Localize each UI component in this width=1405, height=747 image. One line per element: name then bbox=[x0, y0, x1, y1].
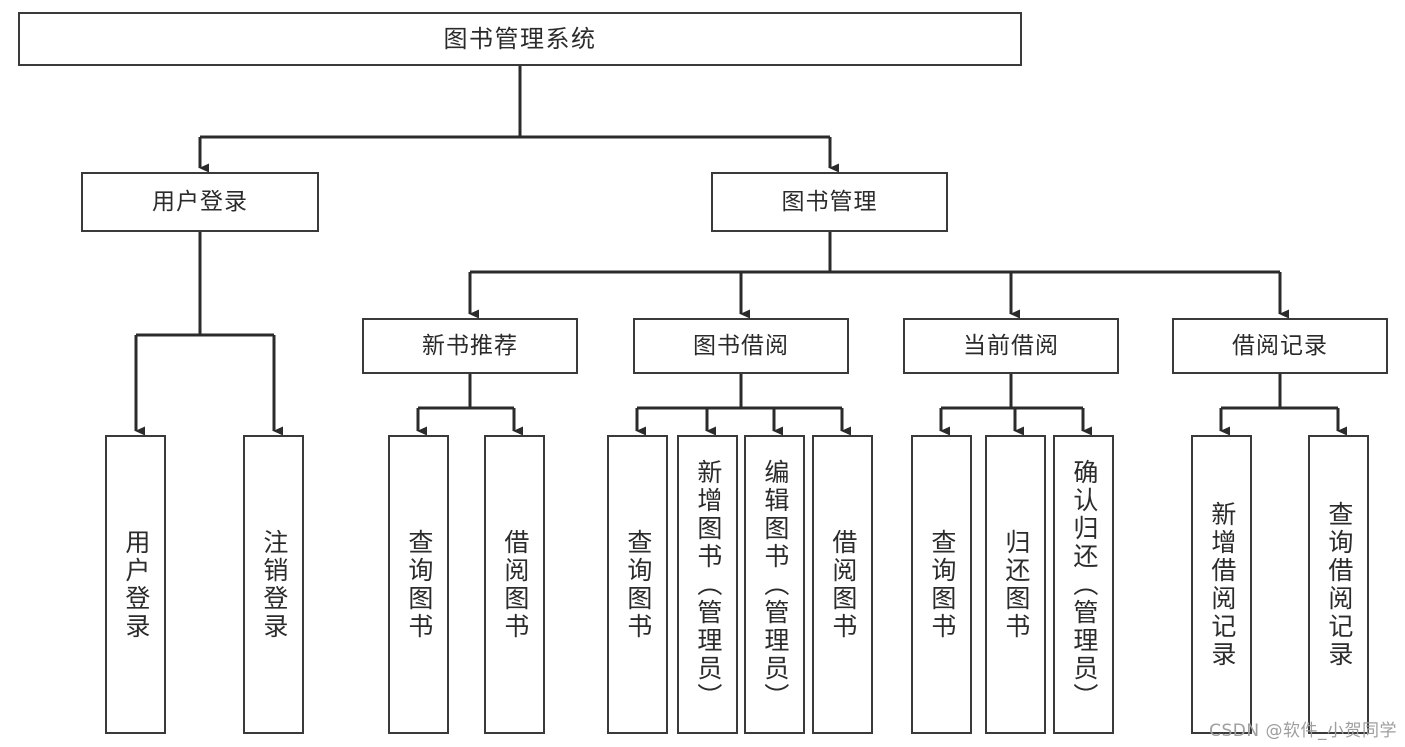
node-leaf-logout[interactable]: 注销登录 bbox=[243, 435, 304, 734]
node-borrow-record[interactable]: 借阅记录 bbox=[1172, 318, 1388, 374]
node-leaf-edit-book-label: 编辑图书（管理员） bbox=[760, 458, 790, 711]
node-leaf-query-book-2[interactable]: 查询图书 bbox=[607, 435, 668, 734]
node-leaf-edit-book[interactable]: 编辑图书（管理员） bbox=[744, 435, 805, 734]
node-book-manage-label: 图书管理 bbox=[781, 188, 878, 215]
node-leaf-return-book[interactable]: 归还图书 bbox=[985, 435, 1046, 734]
node-new-book-recommend[interactable]: 新书推荐 bbox=[362, 318, 578, 374]
node-leaf-borrow-book-1-label: 借阅图书 bbox=[500, 528, 530, 641]
node-root-label: 图书管理系统 bbox=[443, 25, 597, 53]
node-leaf-query-book-1-label: 查询图书 bbox=[404, 528, 434, 641]
watermark-text: CSDN @软件_小贺同学 bbox=[1209, 721, 1397, 741]
node-leaf-confirm-return[interactable]: 确认归还（管理员） bbox=[1053, 435, 1114, 734]
node-leaf-query-record-label: 查询借阅记录 bbox=[1324, 500, 1354, 669]
node-leaf-add-book-label: 新增图书（管理员） bbox=[693, 458, 723, 711]
node-book-borrow-label: 图书借阅 bbox=[693, 332, 789, 359]
node-user-login[interactable]: 用户登录 bbox=[81, 172, 319, 232]
node-leaf-query-book-3[interactable]: 查询图书 bbox=[911, 435, 972, 734]
node-leaf-add-record[interactable]: 新增借阅记录 bbox=[1191, 435, 1252, 734]
node-leaf-query-record[interactable]: 查询借阅记录 bbox=[1308, 435, 1369, 734]
node-leaf-query-book-3-label: 查询图书 bbox=[927, 528, 957, 641]
node-book-borrow[interactable]: 图书借阅 bbox=[633, 318, 849, 374]
node-book-manage[interactable]: 图书管理 bbox=[711, 172, 948, 232]
node-leaf-confirm-return-label: 确认归还（管理员） bbox=[1069, 458, 1099, 711]
node-leaf-query-book-1[interactable]: 查询图书 bbox=[388, 435, 449, 734]
node-leaf-borrow-book-1[interactable]: 借阅图书 bbox=[484, 435, 545, 734]
node-root[interactable]: 图书管理系统 bbox=[18, 12, 1022, 66]
node-user-login-label: 用户登录 bbox=[152, 188, 248, 215]
node-leaf-user-login[interactable]: 用户登录 bbox=[105, 435, 166, 734]
node-leaf-add-record-label: 新增借阅记录 bbox=[1207, 500, 1237, 669]
node-leaf-user-login-label: 用户登录 bbox=[121, 528, 151, 641]
node-leaf-logout-label: 注销登录 bbox=[259, 528, 289, 641]
node-leaf-borrow-book-2[interactable]: 借阅图书 bbox=[812, 435, 873, 734]
node-leaf-add-book[interactable]: 新增图书（管理员） bbox=[677, 435, 738, 734]
node-leaf-query-book-2-label: 查询图书 bbox=[623, 528, 653, 641]
node-borrow-record-label: 借阅记录 bbox=[1232, 332, 1328, 359]
node-leaf-borrow-book-2-label: 借阅图书 bbox=[828, 528, 858, 641]
node-current-borrow[interactable]: 当前借阅 bbox=[903, 318, 1119, 374]
node-current-borrow-label: 当前借阅 bbox=[963, 332, 1059, 359]
node-leaf-return-book-label: 归还图书 bbox=[1001, 528, 1031, 641]
node-new-book-recommend-label: 新书推荐 bbox=[422, 332, 518, 359]
